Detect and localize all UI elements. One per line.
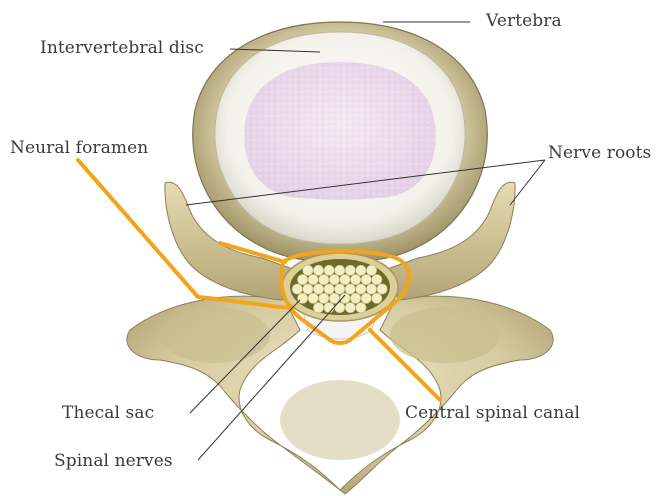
nerve-fiber bbox=[361, 274, 371, 284]
nerve-fiber bbox=[335, 284, 345, 294]
nerve-fiber bbox=[366, 284, 376, 294]
nerve-fiber bbox=[303, 265, 313, 275]
nerve-fiber bbox=[292, 284, 302, 294]
nerve-fiber bbox=[329, 293, 339, 303]
intervertebral-disc bbox=[215, 32, 465, 244]
nerve-fiber bbox=[345, 302, 355, 312]
nerve-fiber bbox=[313, 265, 323, 275]
nerve-fiber bbox=[356, 302, 366, 312]
nerve-fiber bbox=[356, 284, 366, 294]
nerve-fiber bbox=[319, 293, 329, 303]
label-central-spinal-canal: Central spinal canal bbox=[405, 403, 580, 423]
label-nerve-roots: Nerve roots bbox=[548, 143, 651, 163]
nerve-fiber bbox=[372, 274, 382, 284]
nerve-fiber bbox=[377, 284, 387, 294]
thecal-sac bbox=[282, 253, 398, 321]
label-intervertebral-disc: Intervertebral disc bbox=[40, 38, 204, 58]
nerve-fiber bbox=[340, 274, 350, 284]
nerve-fiber bbox=[329, 274, 339, 284]
nerve-fiber bbox=[324, 284, 334, 294]
nerve-fiber bbox=[361, 293, 371, 303]
nerve-fiber bbox=[335, 265, 345, 275]
nerve-fiber bbox=[303, 284, 313, 294]
nerve-fiber bbox=[324, 302, 334, 312]
nerve-fiber bbox=[313, 284, 323, 294]
nerve-fiber bbox=[308, 293, 318, 303]
nerve-fiber bbox=[345, 284, 355, 294]
nerve-fiber bbox=[350, 274, 360, 284]
label-spinal-nerves: Spinal nerves bbox=[54, 451, 173, 471]
nerve-fiber bbox=[345, 265, 355, 275]
label-vertebra: Vertebra bbox=[486, 11, 562, 31]
nerve-fiber bbox=[313, 302, 323, 312]
label-thecal-sac: Thecal sac bbox=[62, 403, 154, 423]
nerve-fiber bbox=[308, 274, 318, 284]
nerve-fiber bbox=[340, 293, 350, 303]
nerve-fiber bbox=[366, 265, 376, 275]
nerve-fiber bbox=[335, 302, 345, 312]
nerve-fiber bbox=[324, 265, 334, 275]
nerve-fiber bbox=[319, 274, 329, 284]
nerve-fiber bbox=[350, 293, 360, 303]
label-neural-foramen: Neural foramen bbox=[10, 138, 148, 158]
nerve-fiber bbox=[297, 293, 307, 303]
nerve-fiber bbox=[297, 274, 307, 284]
nerve-fiber bbox=[372, 293, 382, 303]
nerve-fiber bbox=[356, 265, 366, 275]
